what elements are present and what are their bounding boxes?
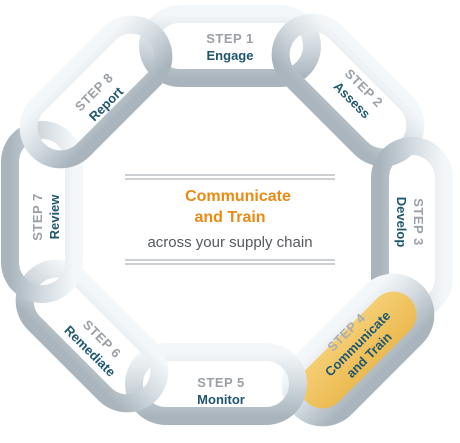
link-step-4 [281,273,435,427]
link-step-6 [15,259,169,413]
link-step-8 [19,15,173,169]
step-3-number: STEP 3 [411,198,426,246]
step-7-number: STEP 7 [30,193,45,241]
step-7-label: Review [47,194,62,240]
step-5-number: STEP 5 [197,375,245,390]
step-1-label: Engage [207,48,254,63]
center-title-line2: and Train [194,209,265,226]
step-1-number: STEP 1 [206,31,254,46]
link-step-5 [125,343,307,425]
step-3-label: Develop [394,197,409,248]
step-5-label: Monitor [197,392,245,407]
center-title-line1: Communicate [185,188,291,205]
link-step-7 [1,121,83,303]
center-subtitle: across your supply chain [147,234,312,251]
link-step-1 [139,5,321,87]
